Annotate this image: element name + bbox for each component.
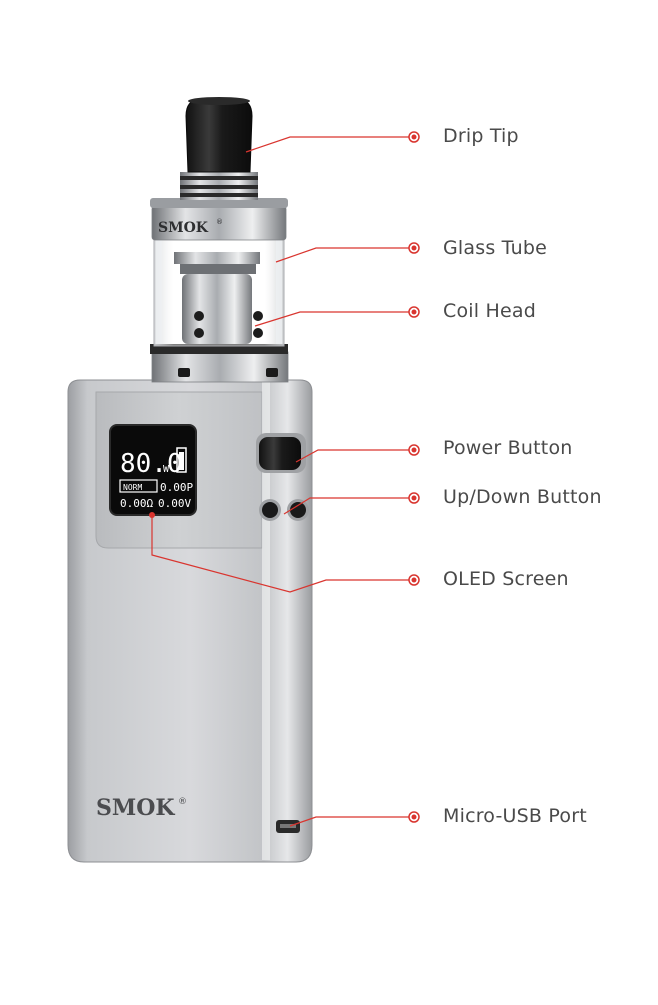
- body-brand-logo: SMOK ®: [96, 795, 187, 821]
- oled-resistance: 0.00Ω: [120, 497, 153, 510]
- coil-hole-icon: [194, 328, 204, 338]
- callout-drip-tip: Drip Tip: [443, 125, 519, 147]
- body-registered-mark: ®: [178, 797, 187, 807]
- callout-dots: [149, 131, 420, 823]
- callout-micro-usb-port: Micro-USB Port: [443, 805, 587, 827]
- callout-dot-icon: [408, 574, 420, 586]
- coil-hole-icon: [194, 311, 204, 321]
- callout-coil-head: Coil Head: [443, 300, 536, 322]
- up-down-buttons[interactable]: [259, 499, 309, 521]
- oled-anchor-dot-icon: [149, 512, 155, 518]
- callout-dot-icon: [408, 811, 420, 823]
- callout-dot-icon: [408, 306, 420, 318]
- callout-dot-icon: [408, 492, 420, 504]
- callout-glass-tube: Glass Tube: [443, 237, 547, 259]
- callout-dot-icon: [408, 242, 420, 254]
- battery-level-icon: [179, 452, 184, 470]
- oled-wattage: 80.0: [120, 449, 183, 479]
- oled-mode-box: [119, 479, 158, 493]
- leader-oled-screen: [151, 515, 414, 593]
- tank-brand: SMOK: [158, 220, 209, 236]
- micro-usb-port: [276, 820, 300, 833]
- oled-voltage: 0.00V: [158, 497, 191, 510]
- leader-updown-button: [283, 497, 414, 515]
- coil-hole-icon: [253, 311, 263, 321]
- body-brand: SMOK: [96, 795, 175, 821]
- leader-usb-port: [289, 816, 414, 827]
- callout-updown-button: Up/Down Button: [443, 486, 602, 508]
- oled-wattage-unit: W: [163, 464, 170, 475]
- oled-puffs: 0.00P: [160, 481, 193, 494]
- airflow-hole-icon: [178, 368, 190, 377]
- leader-power-button: [295, 449, 414, 463]
- callout-dot-icon: [408, 131, 420, 143]
- leader-coil-head: [254, 311, 414, 327]
- coil-head: [174, 252, 263, 344]
- oled-mode: NORM: [123, 483, 142, 492]
- drip-tip: [185, 97, 253, 173]
- tank-registered-mark: ®: [216, 218, 223, 226]
- leader-glass-tube: [275, 247, 414, 263]
- callout-oled-screen: OLED Screen: [443, 568, 569, 590]
- oled-screen: 80.0 W NORM 0.00P 0.00Ω 0.00V: [109, 424, 197, 516]
- coil-hole-icon: [253, 328, 263, 338]
- callout-lines: [151, 136, 414, 827]
- callout-power-button: Power Button: [443, 437, 573, 459]
- power-button[interactable]: [256, 433, 306, 473]
- battery-icon: [176, 447, 187, 473]
- callout-dot-icon: [408, 444, 420, 456]
- airflow-hole-icon: [266, 368, 278, 377]
- leader-drip-tip: [245, 136, 414, 153]
- atomizer-tank: SMOK ®: [150, 172, 289, 383]
